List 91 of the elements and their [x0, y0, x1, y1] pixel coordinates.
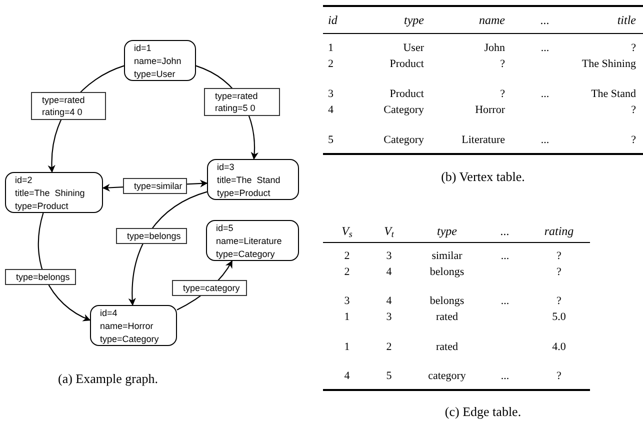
table-value: 5: [328, 133, 334, 147]
table-value: belongs: [428, 265, 466, 279]
figure-caption: (a) Example graph.: [58, 371, 158, 387]
table-value: 1: [343, 340, 351, 354]
table-value: 5: [385, 369, 393, 383]
edge-label: type=belongs: [116, 228, 187, 244]
column-header: name: [478, 13, 505, 27]
column-header: type: [436, 224, 458, 238]
table-value: rated: [435, 340, 459, 354]
column-header: rating: [543, 224, 575, 238]
column-header: type: [403, 13, 424, 27]
vertex-property: id=1: [134, 42, 152, 55]
vertex-box: [207, 159, 299, 200]
table-value: 3: [328, 87, 334, 101]
edge-label: type=category: [172, 280, 247, 296]
table-value: 3: [385, 310, 393, 324]
table-value: User: [402, 41, 424, 55]
vertex-property: type=Product: [217, 187, 272, 200]
vertex-box: [5, 172, 103, 213]
edge-label: type=similar: [123, 178, 187, 194]
table-value: ...: [540, 133, 550, 147]
table-value: ?: [499, 57, 505, 71]
table-value: 3: [385, 249, 393, 263]
vertex-box: [124, 40, 196, 81]
column-header: V$_{s}$: [340, 224, 354, 238]
edge-label: type=belongs: [5, 269, 76, 285]
table-value: The Stand: [590, 87, 636, 101]
column-header: ...: [500, 224, 510, 238]
column-header: id: [328, 13, 338, 27]
table-value: ...: [500, 249, 510, 263]
arrow: [38, 212, 91, 321]
table-value: Product: [388, 57, 424, 71]
table-value: 3: [343, 294, 351, 308]
vertex-property: type=Category: [216, 248, 276, 261]
table-value: 2: [328, 57, 334, 71]
table-value: ...: [540, 87, 550, 101]
arrow: [128, 191, 208, 306]
table-value: ?: [630, 133, 636, 147]
column-header: V$_{t}$: [383, 224, 395, 238]
table-value: similar: [430, 249, 464, 263]
table-value: 4: [328, 103, 334, 117]
vertex-property: type=Product: [15, 200, 70, 213]
table-value: Literature: [460, 133, 505, 147]
edge-label: type=rated rating=5 0: [204, 88, 280, 116]
table-value: John: [483, 41, 505, 55]
vertex-box: [90, 305, 177, 346]
table-value: 5.0: [551, 310, 567, 324]
vertex-property: id=2: [15, 174, 34, 187]
column-header: title: [616, 13, 636, 27]
table-value: ?: [630, 41, 636, 55]
table-value: 1: [328, 41, 334, 55]
vertex-property: title=The Stand: [217, 174, 282, 187]
vertex-property: id=3: [217, 161, 236, 174]
table-value: ?: [556, 249, 562, 263]
vertex-property: title=The Shining: [15, 187, 86, 200]
vertex-property: name=John: [134, 55, 182, 68]
table-value: ...: [540, 41, 550, 55]
table-value: 4: [385, 265, 393, 279]
table-value: Category: [382, 103, 424, 117]
table-value: Product: [388, 87, 424, 101]
table-value: ?: [556, 369, 562, 383]
table-value: ...: [500, 369, 510, 383]
figure-caption: (c) Edge table.: [444, 404, 522, 420]
table-value: 4.0: [551, 340, 567, 354]
table-value: ?: [499, 87, 505, 101]
column-header: ...: [540, 13, 550, 27]
table-value: ...: [500, 294, 510, 308]
table-value: 2: [343, 249, 351, 263]
table-value: ?: [556, 265, 562, 279]
table-value: 2: [385, 340, 393, 354]
edge-label: type=rated rating=4 0: [31, 92, 106, 120]
table-value: 4: [343, 369, 351, 383]
table-value: Category: [382, 133, 424, 147]
figure-caption: (b) Vertex table.: [440, 169, 526, 185]
vertex-property: type=Category: [100, 333, 160, 346]
table-value: category: [427, 369, 467, 383]
vertex-property: type=User: [134, 68, 176, 81]
vertex-property: id=4: [100, 307, 118, 320]
table-value: ?: [556, 294, 562, 308]
table-value: The Shining: [580, 57, 636, 71]
table-value: belongs: [428, 294, 466, 308]
vertex-property: id=5: [216, 222, 234, 235]
table-value: rated: [435, 310, 459, 324]
vertex-property: name=Horror: [100, 320, 154, 333]
table-value: Horror: [474, 103, 505, 117]
table-value: 2: [343, 265, 351, 279]
table-value: 1: [343, 310, 351, 324]
vertex-box: [206, 220, 299, 261]
table-value: ?: [630, 103, 636, 117]
vertex-property: name=Literature: [216, 235, 283, 248]
table-value: 4: [385, 294, 393, 308]
